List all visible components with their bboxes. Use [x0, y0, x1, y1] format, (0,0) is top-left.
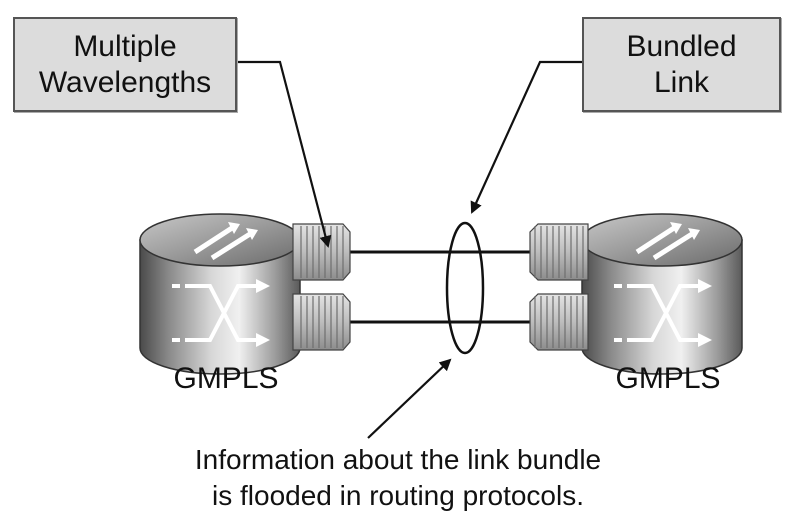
port-module-lower-left: [292, 293, 351, 351]
callout-multiple-wavelengths: Multiple Wavelengths: [13, 17, 237, 112]
callout-multiple-wavelengths-line1: Multiple: [73, 30, 177, 64]
port-module-lower-right: [529, 293, 589, 351]
callout-bundled-link-line2: Link: [653, 65, 710, 99]
callout-multiple-wavelengths-line2: Wavelengths: [38, 65, 212, 99]
arrow-wavelengths: [235, 60, 332, 248]
optical-cross-connect-icon: [581, 213, 743, 375]
caption-line1: Information about the link bundle: [194, 444, 602, 475]
link-bundle-ellipse: [445, 221, 485, 355]
callout-bundled-link-line1: Bundled: [626, 30, 737, 64]
gmpls-router-left: [139, 213, 351, 375]
port-module-upper-left: [292, 223, 351, 281]
callout-bundled-link: Bundled Link: [582, 17, 781, 112]
optical-cross-connect-icon: [139, 213, 301, 375]
router-label-left: GMPLS: [173, 362, 279, 395]
router-label-right: GMPLS: [615, 362, 721, 395]
port-module-upper-right: [529, 223, 589, 281]
caption-line2: is flooded in routing protocols.: [212, 480, 584, 512]
arrow-flooding-info: [367, 358, 452, 439]
diagram-caption: Information about the link bundle is flo…: [0, 442, 796, 515]
gmpls-router-right: [529, 213, 743, 375]
arrow-bundled-link: [470, 60, 583, 214]
